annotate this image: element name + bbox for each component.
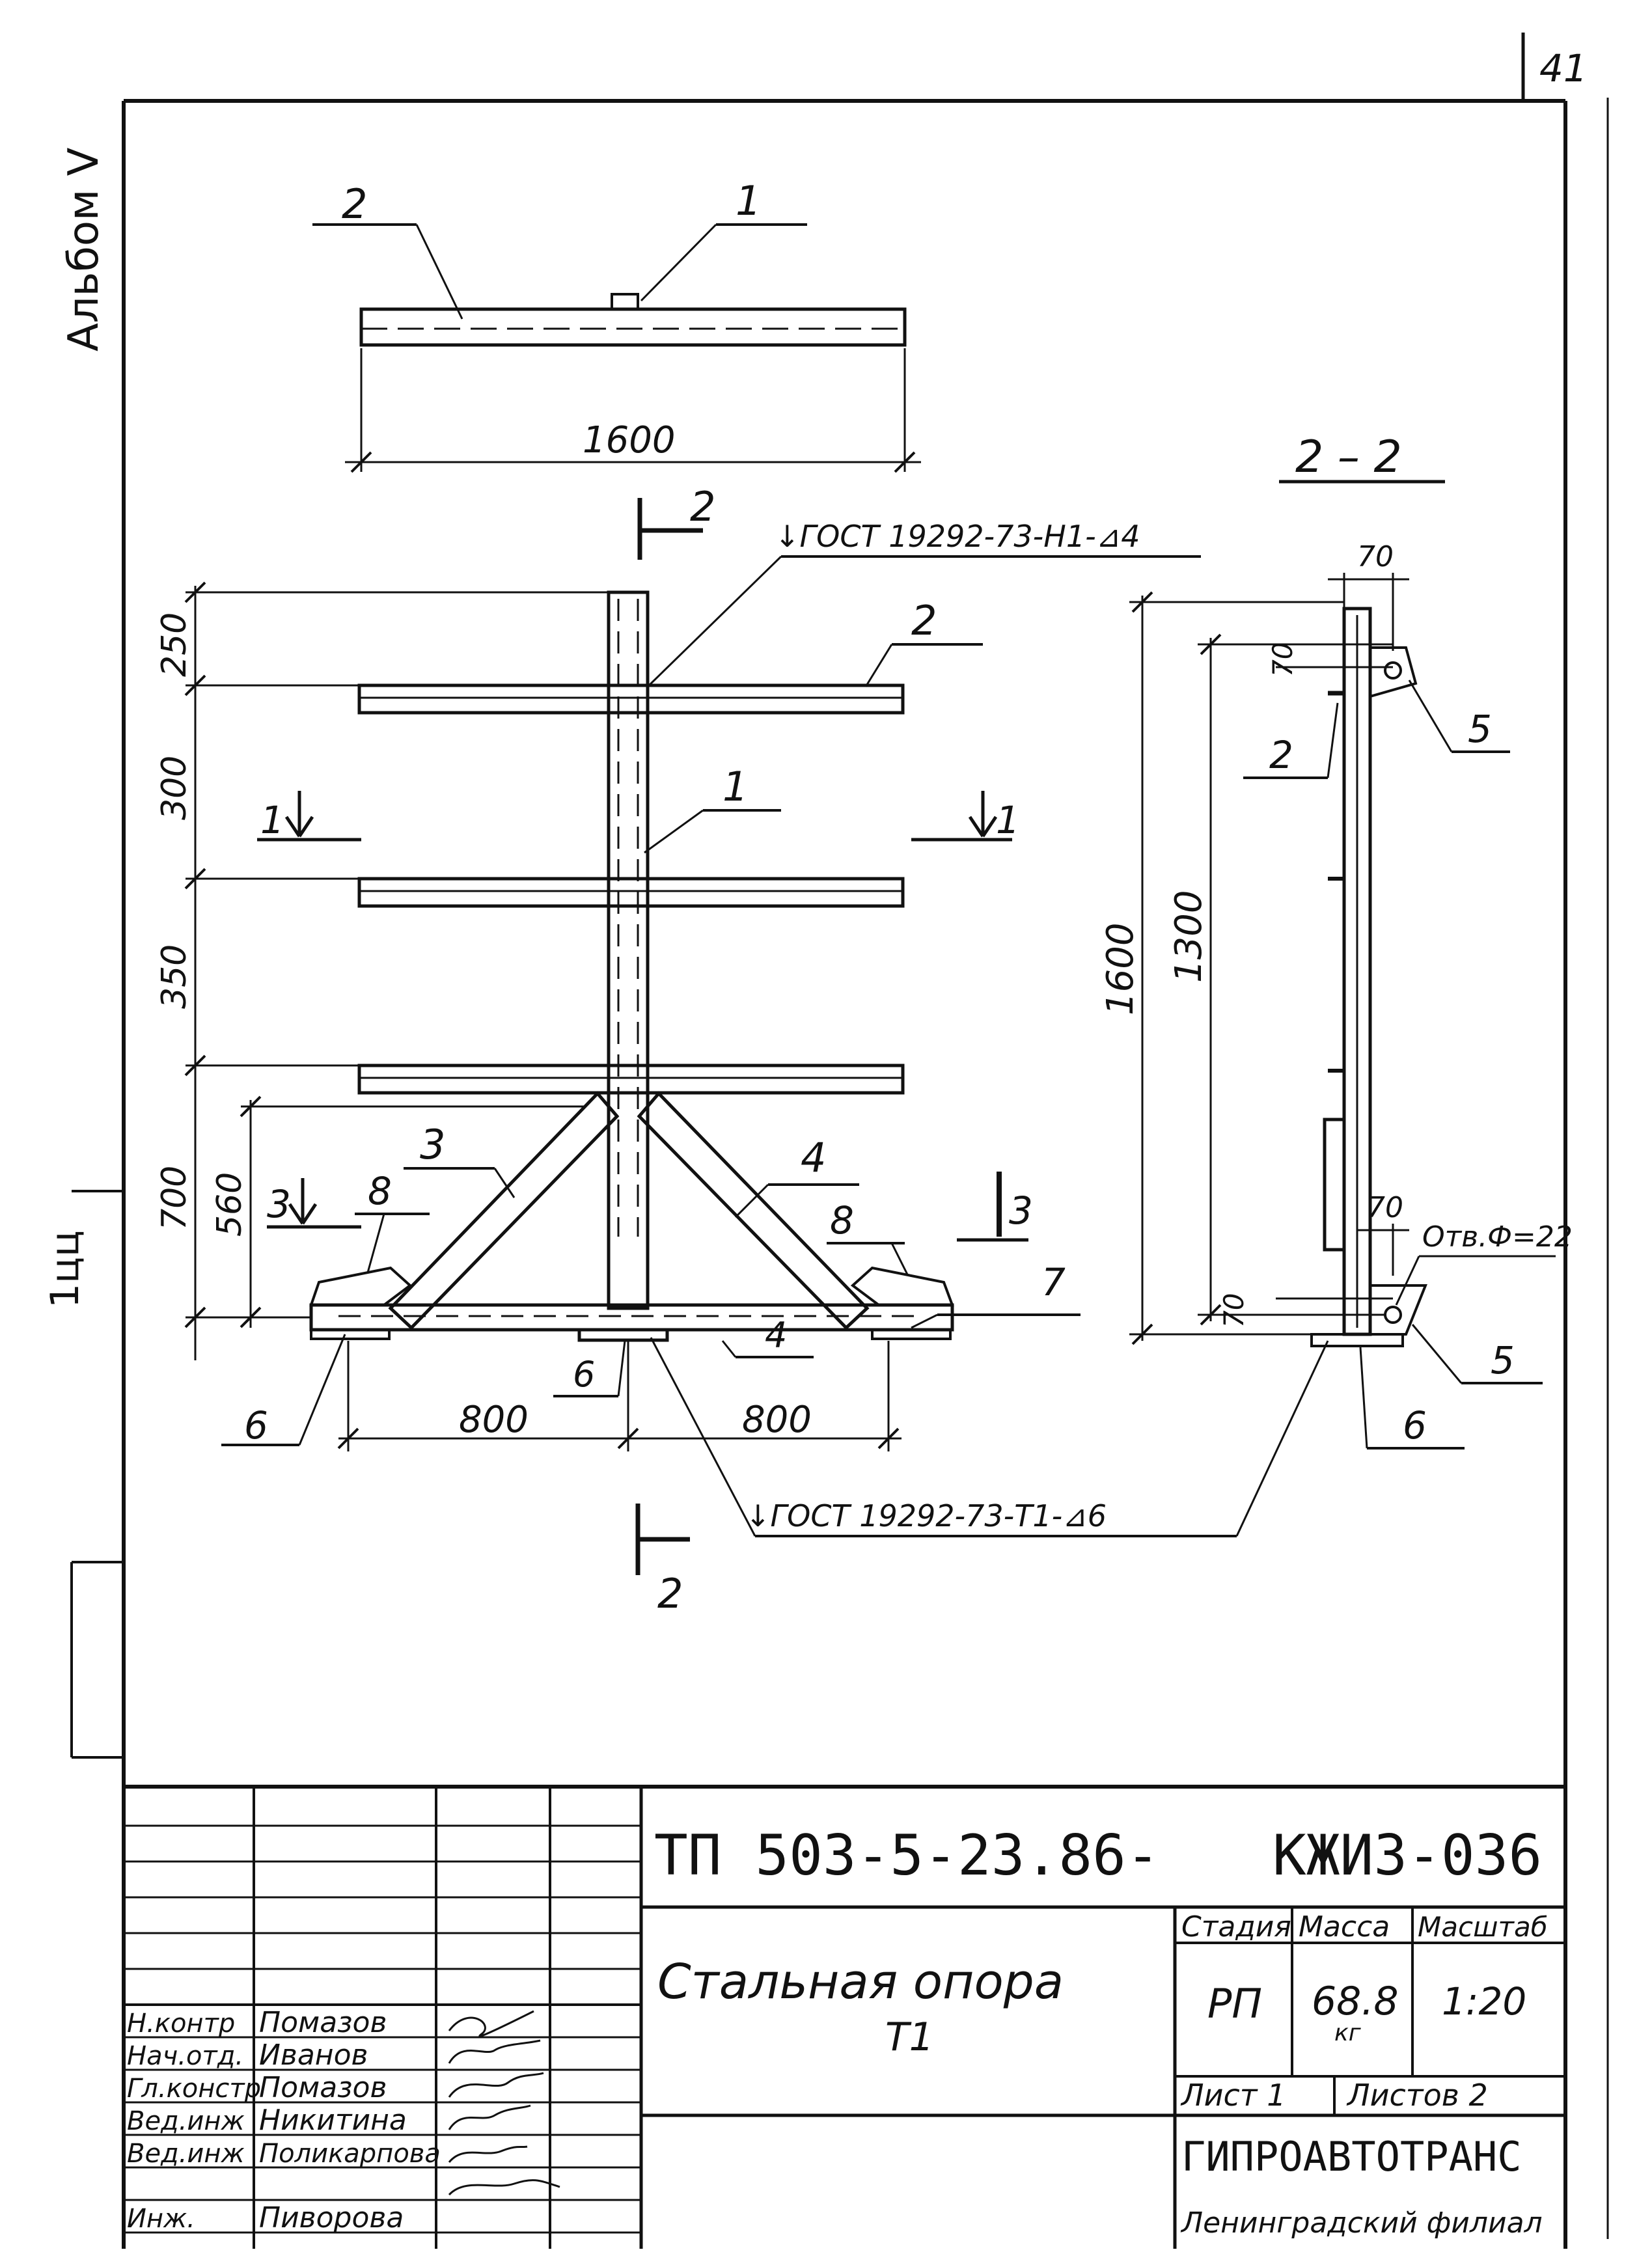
signature-4 xyxy=(448,2104,531,2130)
section-dim-70-bottom: 70 xyxy=(1218,1293,1250,1328)
signer-name-5: Поликарпова xyxy=(259,2139,441,2169)
top-view xyxy=(312,223,921,473)
top-view-callout-1: 1 xyxy=(736,177,761,225)
section-view-2-2 xyxy=(1129,480,1556,1450)
title-block xyxy=(124,1785,1565,2249)
dim-700: 700 xyxy=(155,1166,194,1230)
hole-note: Отв.Ф=22 xyxy=(1422,1220,1573,1254)
brace-4 xyxy=(637,1091,870,1330)
scale-header: Масштаб xyxy=(1418,1911,1548,1943)
section-dim-70-upper: 70 xyxy=(1267,642,1299,677)
section-callout-5-bottom: 5 xyxy=(1491,1338,1515,1382)
section-dim-70-top: 70 xyxy=(1357,540,1394,573)
sheet-number: 41 xyxy=(1539,46,1588,90)
dim-300: 300 xyxy=(155,756,194,820)
section-plate-5-bottom xyxy=(1369,1284,1427,1336)
section-callout-6: 6 xyxy=(1403,1403,1427,1448)
shelf-2 xyxy=(357,877,905,908)
side-mark: 1цц xyxy=(42,1230,88,1308)
doc-suffix: КЖИЗ-036 xyxy=(1273,1823,1542,1888)
section-1-right-label: 1 xyxy=(996,798,1020,842)
signature-5 xyxy=(448,2145,528,2163)
callout-2-shelf: 2 xyxy=(911,597,937,644)
section-1-left-label: 1 xyxy=(260,798,284,842)
section-callout-5-top: 5 xyxy=(1468,707,1492,751)
section-dim-70-lower: 70 xyxy=(1367,1191,1403,1224)
top-view-callout-2: 2 xyxy=(342,180,367,228)
base-plate-6-center xyxy=(577,1328,669,1342)
section-3-left-label: 3 xyxy=(267,1182,291,1226)
section-base-6 xyxy=(1310,1333,1404,1347)
signer-role-3: Гл.констр xyxy=(127,2074,261,2104)
mass-value: 68.8 xyxy=(1312,1979,1399,2024)
mass-unit: кг xyxy=(1334,2020,1362,2046)
shelf-1 xyxy=(357,683,905,715)
callout-3-brace: 3 xyxy=(420,1121,445,1168)
section-dim-1600: 1600 xyxy=(1099,922,1142,1015)
dim-350: 350 xyxy=(155,944,194,1009)
gusset-8-left xyxy=(309,1266,413,1306)
signer-name-2: Иванов xyxy=(259,2039,368,2072)
section-dim-1300: 1300 xyxy=(1168,890,1210,983)
signature-2 xyxy=(448,2039,541,2064)
org-branch: Ленинградский филиал xyxy=(1180,2206,1543,2240)
front-view xyxy=(184,498,1329,1575)
gusset-8-right xyxy=(850,1266,954,1306)
scale-value: 1:20 xyxy=(1442,1979,1526,2024)
callout-1-column: 1 xyxy=(723,763,748,810)
callout-6-center: 6 xyxy=(573,1354,595,1395)
section-mark-2-bottom: 2 xyxy=(657,1570,683,1617)
dim-800-right: 800 xyxy=(742,1399,812,1441)
sheet-label: Лист 1 xyxy=(1180,2078,1286,2113)
signature-1 xyxy=(448,2010,534,2037)
dim-250: 250 xyxy=(155,612,194,677)
doc-code: ТП 503-5-23.86- xyxy=(654,1823,1160,1888)
top-view-beam xyxy=(359,307,907,347)
sheets-label: Листов 2 xyxy=(1346,2078,1488,2113)
section-mark-2-top: 2 xyxy=(690,483,715,530)
shelf-3 xyxy=(357,1064,905,1095)
sheet-frame xyxy=(70,33,1609,2249)
signer-role-6: Инж. xyxy=(127,2204,195,2234)
section-2-2-title: 2 – 2 xyxy=(1295,432,1402,483)
top-view-dim-1600: 1600 xyxy=(583,419,676,461)
signature-6 xyxy=(448,2179,560,2196)
sheet-title-line-1: Стальная опора xyxy=(657,1954,1064,2010)
signature-3 xyxy=(448,2072,544,2098)
dim-560: 560 xyxy=(210,1172,249,1237)
weld-note-bottom: ↓ГОСТ 19292-73-Т1-⊿6 xyxy=(745,1498,1107,1533)
brace-3 xyxy=(388,1091,620,1330)
callout-8-left: 8 xyxy=(368,1169,392,1213)
callout-4-base: 4 xyxy=(765,1315,787,1356)
callout-6-left: 6 xyxy=(244,1403,268,1448)
section-3-right-label: 3 xyxy=(1009,1188,1033,1233)
signer-name-4: Никитина xyxy=(259,2104,407,2137)
signer-role-5: Вед.инж xyxy=(127,2139,245,2169)
signer-role-2: Нач.отд. xyxy=(127,2041,243,2071)
signer-name-6: Пиворова xyxy=(259,2201,404,2234)
org-name: ГИПРОАВТОТРАНС xyxy=(1181,2133,1522,2180)
signer-role-4: Вед.инж xyxy=(127,2106,245,2136)
sheet-title-line-2: Т1 xyxy=(885,2014,934,2060)
signer-name-1: Помазов xyxy=(259,2006,387,2039)
section-plate-5-top xyxy=(1369,646,1418,698)
weld-note-top: ↓ГОСТ 19292-73-Н1-⊿4 xyxy=(775,519,1140,554)
callout-7: 7 xyxy=(1041,1260,1066,1304)
dim-800-left: 800 xyxy=(459,1399,529,1441)
column-part-1 xyxy=(607,590,650,1310)
section-callout-2: 2 xyxy=(1269,733,1293,777)
callout-4-brace: 4 xyxy=(801,1134,826,1181)
stage-value: РП xyxy=(1207,1980,1262,2027)
signer-name-3: Помазов xyxy=(259,2071,387,2104)
callout-8-right: 8 xyxy=(830,1198,854,1243)
stage-header: Стадия xyxy=(1181,1910,1291,1944)
album-label: Альбом V xyxy=(60,147,108,351)
mass-header: Масса xyxy=(1299,1910,1390,1944)
signer-role-1: Н.контр xyxy=(127,2009,235,2039)
base-plate-6-right xyxy=(871,1328,952,1340)
base-plate-6-left xyxy=(310,1328,391,1340)
